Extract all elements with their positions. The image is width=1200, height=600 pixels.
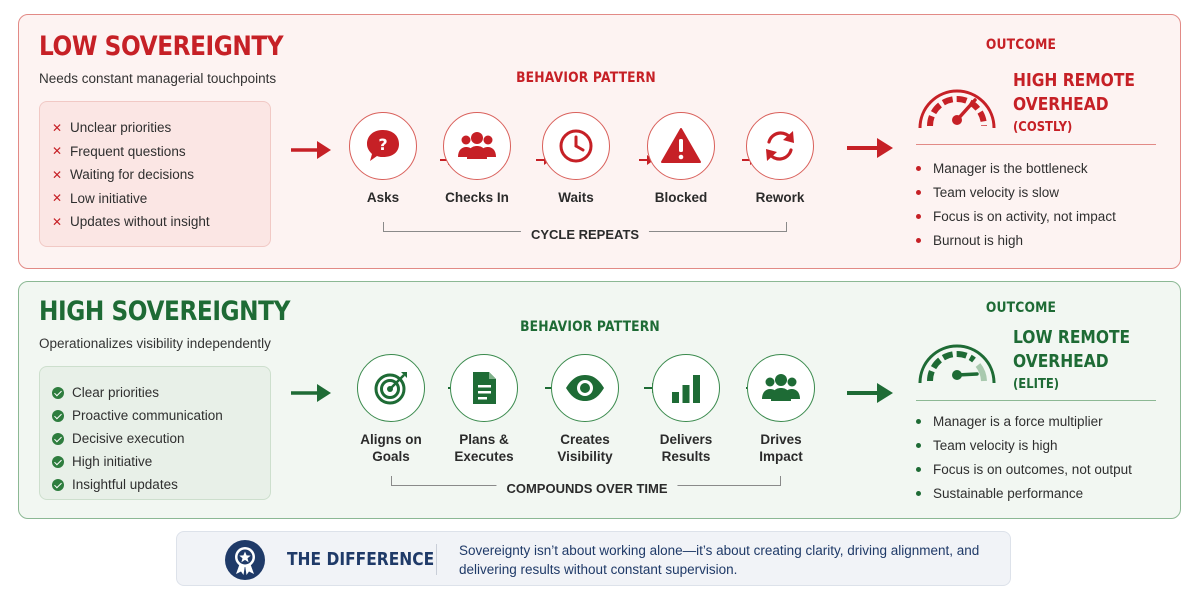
high-behavior-pattern-label: BEHAVIOR PATTERN	[520, 319, 660, 335]
low-outcome-subtitle: (COSTLY)	[1013, 119, 1073, 135]
divider	[436, 544, 437, 575]
team-icon	[762, 374, 800, 401]
x-icon: ✕	[52, 167, 63, 182]
arrow-right-icon	[847, 138, 893, 158]
high-sovereignty-subtitle: Operationalizes visibility independently	[39, 336, 271, 351]
low-step-rework: Rework	[725, 112, 835, 206]
low-outcome-list: Manager is the bottleneck Team velocity …	[916, 156, 1116, 252]
low-outcome-label: OUTCOME	[985, 37, 1057, 53]
low-outcome-title-line2: OVERHEAD	[1013, 94, 1109, 115]
low-sovereignty-title: LOW SOVEREIGNTY	[39, 31, 284, 62]
step-label: Waits	[558, 190, 594, 205]
step-label: Asks	[366, 190, 400, 205]
eye-icon	[566, 375, 604, 401]
x-icon: ✕	[52, 120, 63, 135]
high-outcome-label: OUTCOME	[985, 300, 1057, 316]
low-step-asks: ? Asks	[328, 112, 438, 206]
low-sovereignty-subtitle: Needs constant managerial touchpoints	[39, 71, 277, 86]
low-trait-item: ✕Unclear priorities	[52, 120, 172, 136]
low-behavior-pattern-label: BEHAVIOR PATTERN	[516, 70, 656, 86]
bar-chart-icon	[672, 375, 700, 403]
low-trait-item: ✕Low initiative	[52, 190, 148, 206]
cycle-repeats-label: CYCLE REPEATS	[520, 227, 650, 242]
step-label: Plans &Executes	[454, 432, 514, 464]
step-label: Checks In	[445, 190, 509, 205]
list-item: Focus is on outcomes, not output	[916, 457, 1132, 481]
difference-text: Sovereignty isn’t about working alone—it…	[459, 543, 980, 577]
high-trait-item: Proactive communication	[52, 404, 270, 427]
check-icon	[52, 455, 64, 468]
arrow-right-icon	[291, 141, 331, 159]
high-outcome-list: Manager is a force multiplier Team veloc…	[916, 409, 1132, 505]
list-item: Team velocity is slow	[916, 180, 1116, 204]
check-icon	[52, 409, 64, 422]
divider	[916, 144, 1156, 145]
low-outcome-title-line1: HIGH REMOTE	[1013, 70, 1135, 91]
x-icon: ✕	[52, 191, 63, 206]
divider	[916, 400, 1156, 401]
step-label: Rework	[755, 190, 805, 205]
difference-banner: THE DIFFERENCE Sovereignty isn’t about w…	[176, 531, 1011, 586]
svg-text:?: ?	[378, 135, 387, 154]
high-traits-box: Clear priorities Proactive communication…	[39, 366, 271, 500]
step-label: Blocked	[654, 190, 708, 205]
people-icon	[458, 132, 496, 159]
compounds-over-time-label: COMPOUNDS OVER TIME	[496, 481, 678, 496]
list-item: Manager is a force multiplier	[916, 409, 1132, 433]
low-sovereignty-panel: LOW SOVEREIGNTY Needs constant manageria…	[18, 14, 1181, 269]
arrow-right-icon	[847, 383, 893, 403]
question-bubble-icon: ?	[367, 130, 399, 161]
x-icon: ✕	[52, 144, 63, 159]
high-sovereignty-title: HIGH SOVEREIGNTY	[39, 296, 290, 327]
check-icon	[52, 386, 64, 399]
high-step-plans-executes: Plans &Executes	[429, 354, 539, 465]
high-outcome-title-line2: OVERHEAD	[1013, 351, 1109, 372]
arrow-right-icon	[291, 384, 331, 402]
gauge-low-icon	[918, 344, 996, 384]
difference-title: THE DIFFERENCE	[287, 549, 435, 570]
high-outcome-title-line1: LOW REMOTE	[1013, 327, 1131, 348]
low-step-blocked: Blocked	[626, 112, 736, 206]
list-item: Burnout is high	[916, 228, 1116, 252]
gauge-high-icon	[918, 89, 996, 129]
warning-icon	[661, 128, 701, 163]
list-item: Sustainable performance	[916, 481, 1132, 505]
high-trait-item: Decisive execution	[52, 427, 270, 450]
low-traits-box: ✕Unclear priorities ✕Frequent questions …	[39, 101, 271, 247]
low-step-waits: Waits	[521, 112, 631, 206]
low-trait-item: ✕Waiting for decisions	[52, 167, 195, 183]
high-trait-item: High initiative	[52, 450, 270, 473]
low-trait-item: ✕Updates without insight	[52, 214, 210, 230]
high-sovereignty-panel: HIGH SOVEREIGNTY Operationalizes visibil…	[18, 281, 1181, 519]
check-icon	[52, 432, 64, 445]
list-item: Focus is on activity, not impact	[916, 204, 1116, 228]
list-item: Team velocity is high	[916, 433, 1132, 457]
clock-icon	[559, 129, 593, 163]
document-icon	[473, 372, 496, 404]
x-icon: ✕	[52, 214, 63, 229]
check-icon	[52, 478, 64, 491]
list-item: Manager is the bottleneck	[916, 156, 1116, 180]
low-trait-item: ✕Frequent questions	[52, 143, 186, 159]
high-outcome-subtitle: (ELITE)	[1013, 376, 1060, 392]
award-badge-icon	[225, 540, 265, 580]
refresh-icon	[766, 131, 794, 161]
target-icon	[374, 372, 407, 405]
high-trait-item: Insightful updates	[52, 473, 270, 496]
high-trait-item: Clear priorities	[52, 381, 270, 404]
low-step-checks-in: Checks In	[422, 112, 532, 206]
